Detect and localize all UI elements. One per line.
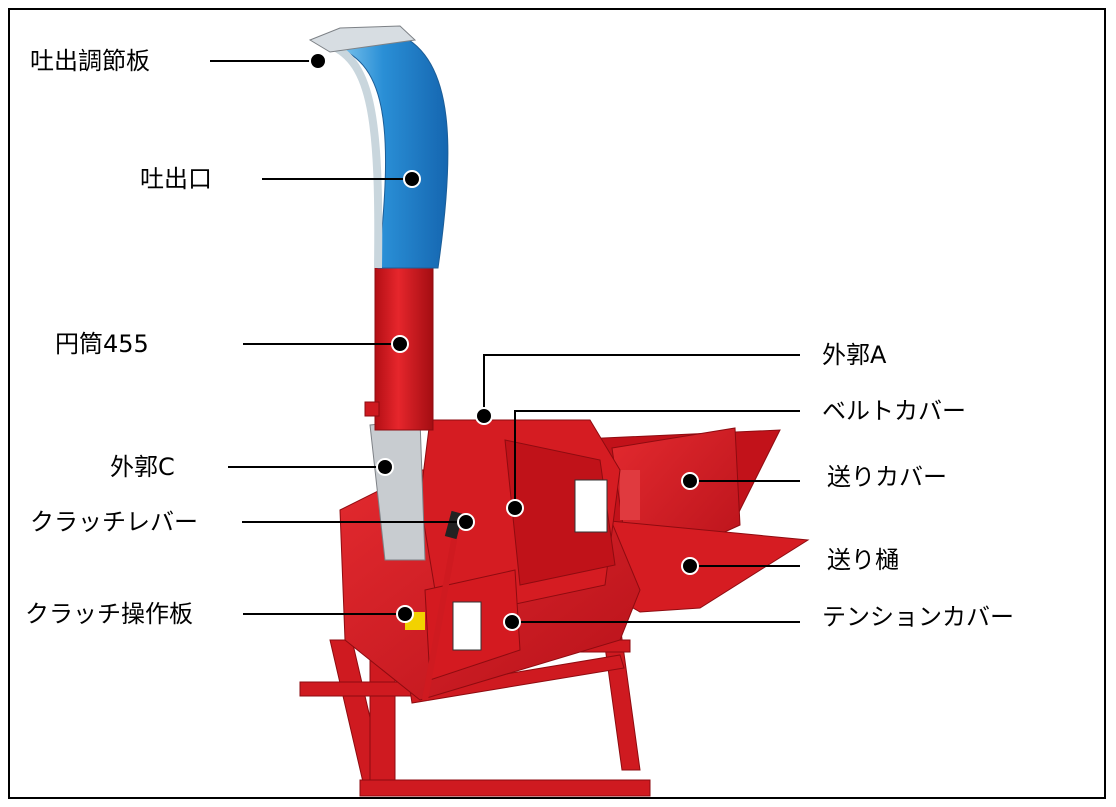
label-feed-cover: 送りカバー [827,463,947,491]
stand-frame [299,609,651,797]
label-casing-a: 外郭A [822,341,887,369]
discharge-chute [308,25,449,269]
leader-dots [309,52,699,631]
leader-lines [210,60,800,623]
label-cylinder: 円筒455 [55,330,149,358]
label-tension-cover: テンションカバー [822,603,1014,631]
main-housing [339,419,641,701]
diagram-frame [8,8,1106,799]
label-clutch-plate: クラッチ操作板 [25,600,193,628]
label-casing-c: 外郭C [110,453,175,481]
label-discharge-port: 吐出口 [140,165,212,193]
label-belt-cover: ベルトカバー [822,397,966,425]
label-discharge-plate: 吐出調節板 [30,47,150,75]
label-clutch-lever: クラッチレバー [30,508,198,536]
label-feed-trough: 送り樋 [827,546,899,574]
